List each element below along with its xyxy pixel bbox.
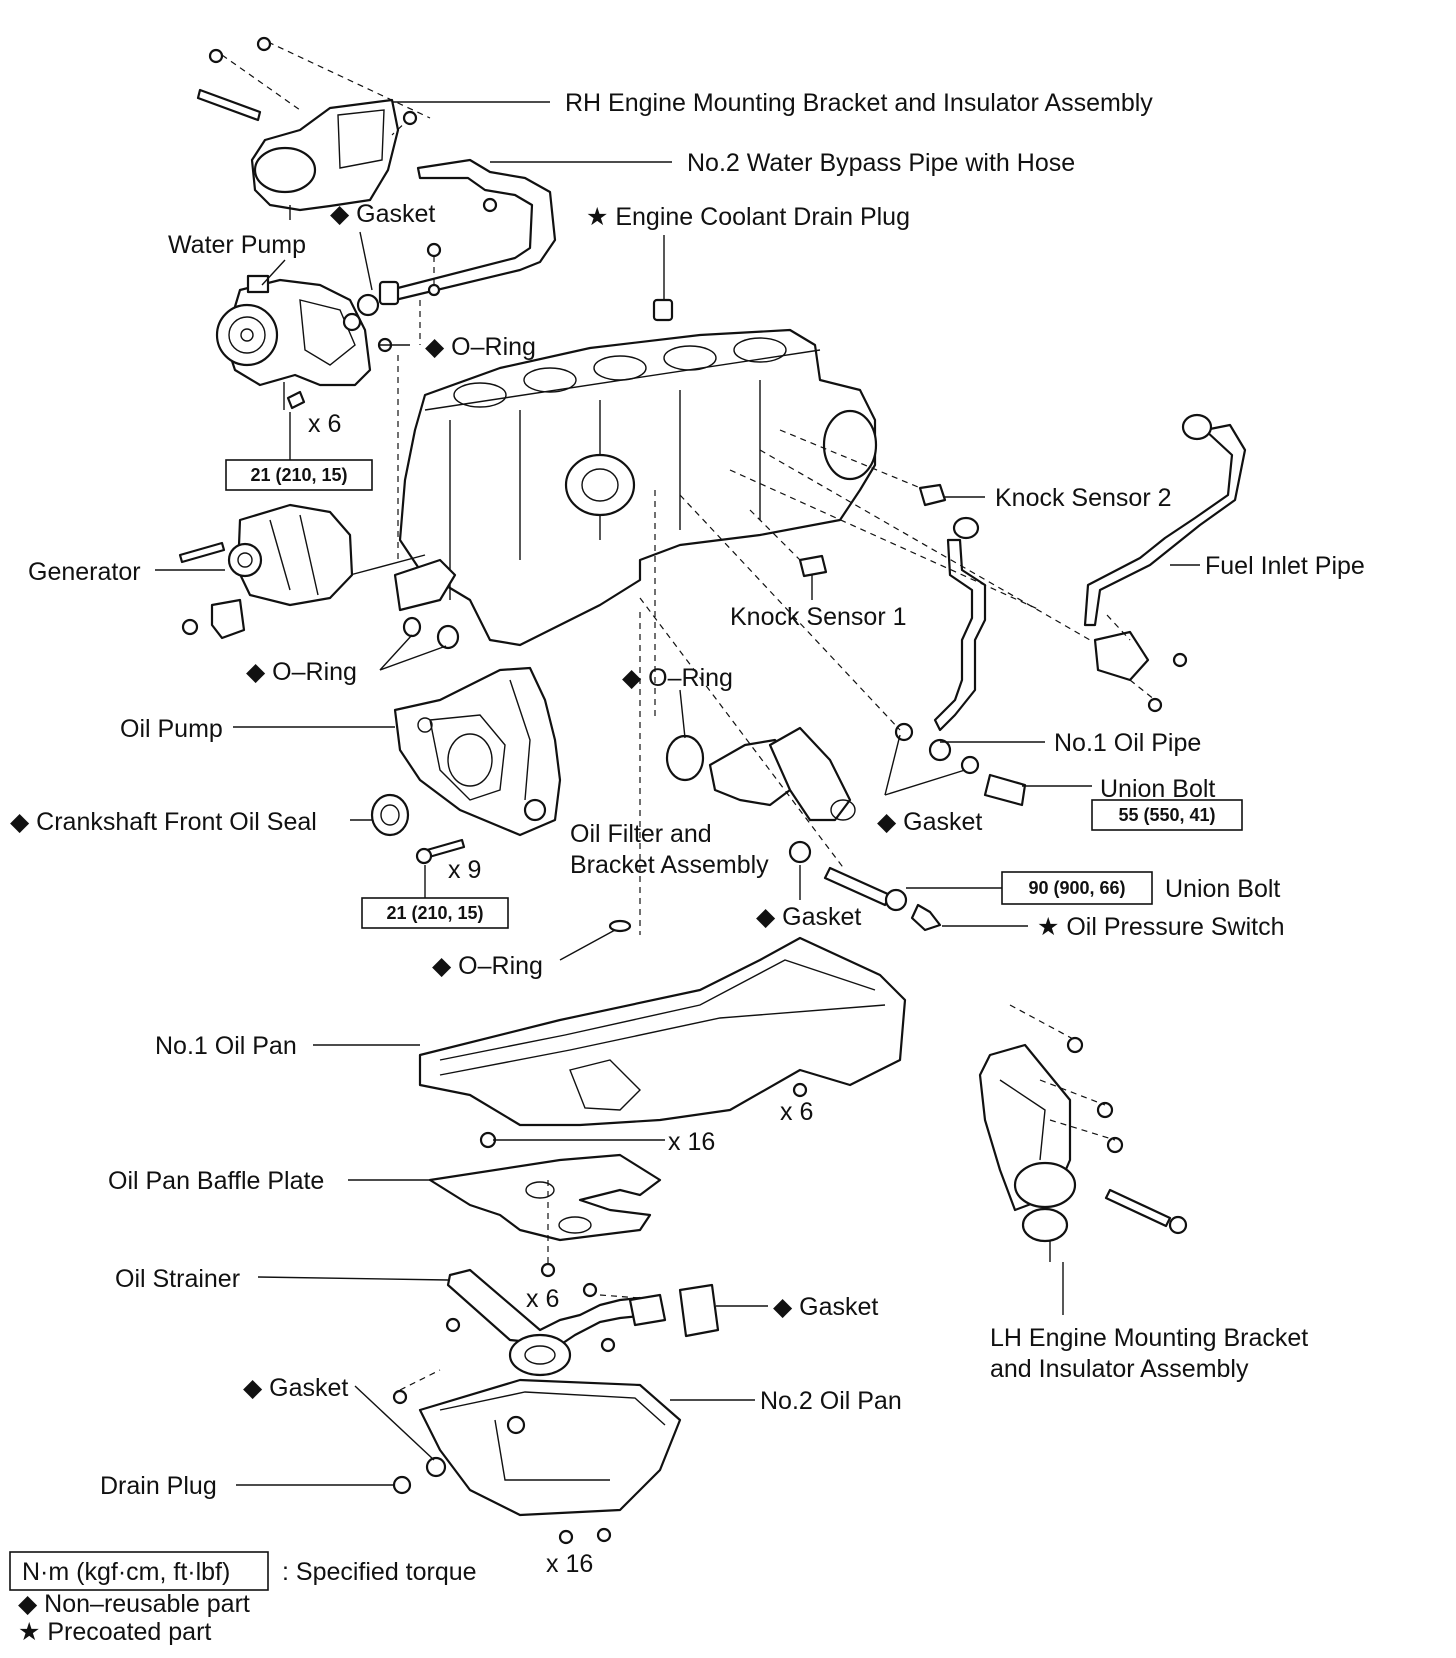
water-pump-part: [215, 274, 393, 410]
label-knock-sensor-2: Knock Sensor 2: [995, 484, 1172, 512]
label-oil-pressure-switch: ★ Oil Pressure Switch: [1037, 913, 1284, 941]
oil-filter-bracket-part: [708, 726, 856, 864]
label-fuel-inlet-pipe: Fuel Inlet Pipe: [1205, 552, 1365, 580]
no1-oil-pan-part: [418, 936, 907, 1149]
label-water-bypass-pipe: No.2 Water Bypass Pipe with Hose: [687, 149, 1075, 177]
water-bypass-pipe-part: [356, 158, 557, 345]
label-generator: Generator: [28, 558, 141, 586]
torque-box-oil-pump: 21 (210, 15): [361, 897, 509, 929]
union-bolt-2-part: [823, 866, 942, 932]
label-x9: x 9: [448, 856, 481, 884]
no2-oil-pan-part: [392, 1378, 682, 1545]
torque-value: 21 (210, 15): [250, 465, 347, 485]
label-gasket-top: ◆ Gasket: [330, 200, 435, 228]
torque-value: 55 (550, 41): [1118, 805, 1215, 825]
label-no1-oil-pipe: No.1 Oil Pipe: [1054, 729, 1201, 757]
coolant-drain-plug-part: [652, 298, 674, 322]
label-oring-pan: ◆ O–Ring: [432, 952, 543, 980]
legend-unit: N·m (kgf·cm, ft·lbf): [22, 1558, 230, 1586]
label-gasket-filter: ◆ Gasket: [756, 903, 861, 931]
oil-pump-bolt-part: [415, 838, 466, 865]
label-gasket-strainer: ◆ Gasket: [773, 1293, 878, 1321]
label-oring-generator: ◆ O–Ring: [246, 658, 357, 686]
no1-oil-pipe-part: [894, 516, 1027, 807]
oil-pump-part: [393, 666, 562, 837]
label-water-pump: Water Pump: [168, 231, 306, 259]
label-no1-oil-pan: No.1 Oil Pan: [155, 1032, 297, 1060]
leader-lines: [155, 101, 1200, 1486]
label-x6-strainer: x 6: [526, 1285, 559, 1313]
crankshaft-seal-part: [370, 793, 410, 837]
label-oil-strainer: Oil Strainer: [115, 1265, 240, 1293]
label-x6-pump: x 6: [308, 410, 341, 438]
torque-value: 90 (900, 66): [1028, 878, 1125, 898]
label-oil-filter-line2: Bracket Assembly: [570, 851, 769, 879]
part-labels: RH Engine Mounting Bracket and Insulator…: [10, 89, 1365, 1578]
label-lh-mount-line1: LH Engine Mounting Bracket: [990, 1324, 1308, 1352]
legend: N·m (kgf·cm, ft·lbf) : Specified torque …: [9, 1551, 477, 1646]
legend-unit-desc: : Specified torque: [282, 1558, 477, 1586]
label-oil-filter-line1: Oil Filter and: [570, 820, 712, 848]
torque-box-water-pump: 21 (210, 15): [225, 459, 373, 491]
label-coolant-drain-plug: ★ Engine Coolant Drain Plug: [586, 203, 910, 231]
label-gasket-mid: ◆ Gasket: [877, 808, 982, 836]
oil-strainer-part: [445, 1262, 720, 1377]
label-oring-top: ◆ O–Ring: [425, 333, 536, 361]
torque-box-union-bolt-2: 90 (900, 66): [1001, 871, 1153, 905]
generator-part: [178, 503, 354, 640]
assembly-dash-lines: [397, 355, 1156, 1391]
lh-engine-mount-part: [978, 1004, 1188, 1262]
label-x16-bottom: x 16: [546, 1550, 593, 1578]
label-oring-filter: ◆ O–Ring: [622, 664, 733, 692]
cylinder-block-part: [349, 328, 878, 647]
label-oil-pump: Oil Pump: [120, 715, 223, 743]
label-x6-pan: x 6: [780, 1098, 813, 1126]
label-no2-oil-pan: No.2 Oil Pan: [760, 1387, 902, 1415]
torque-value: 21 (210, 15): [386, 903, 483, 923]
label-knock-sensor-1: Knock Sensor 1: [730, 603, 907, 631]
fuel-inlet-pipe-part: [1083, 413, 1247, 713]
label-union-bolt-2: Union Bolt: [1165, 875, 1280, 903]
label-crankshaft-front-oil-seal: ◆ Crankshaft Front Oil Seal: [10, 808, 317, 836]
label-gasket-drain: ◆ Gasket: [243, 1374, 348, 1402]
baffle-plate-part: [428, 1153, 662, 1242]
label-lh-mount-line2: and Insulator Assembly: [990, 1355, 1249, 1383]
legend-precoated: ★ Precoated part: [18, 1618, 211, 1646]
torque-box-union-bolt-1: 55 (550, 41): [1091, 799, 1243, 831]
knock-sensors-part: [798, 483, 947, 578]
rh-engine-mount-part: [196, 36, 431, 220]
label-union-bolt-1: Union Bolt: [1100, 775, 1215, 803]
legend-non-reusable: ◆ Non–reusable part: [18, 1590, 250, 1618]
label-rh-mount: RH Engine Mounting Bracket and Insulator…: [565, 89, 1153, 117]
label-drain-plug: Drain Plug: [100, 1472, 217, 1500]
o-rings-part: [402, 616, 705, 933]
label-oil-pan-baffle-plate: Oil Pan Baffle Plate: [108, 1167, 324, 1195]
label-x16-pan: x 16: [668, 1128, 715, 1156]
